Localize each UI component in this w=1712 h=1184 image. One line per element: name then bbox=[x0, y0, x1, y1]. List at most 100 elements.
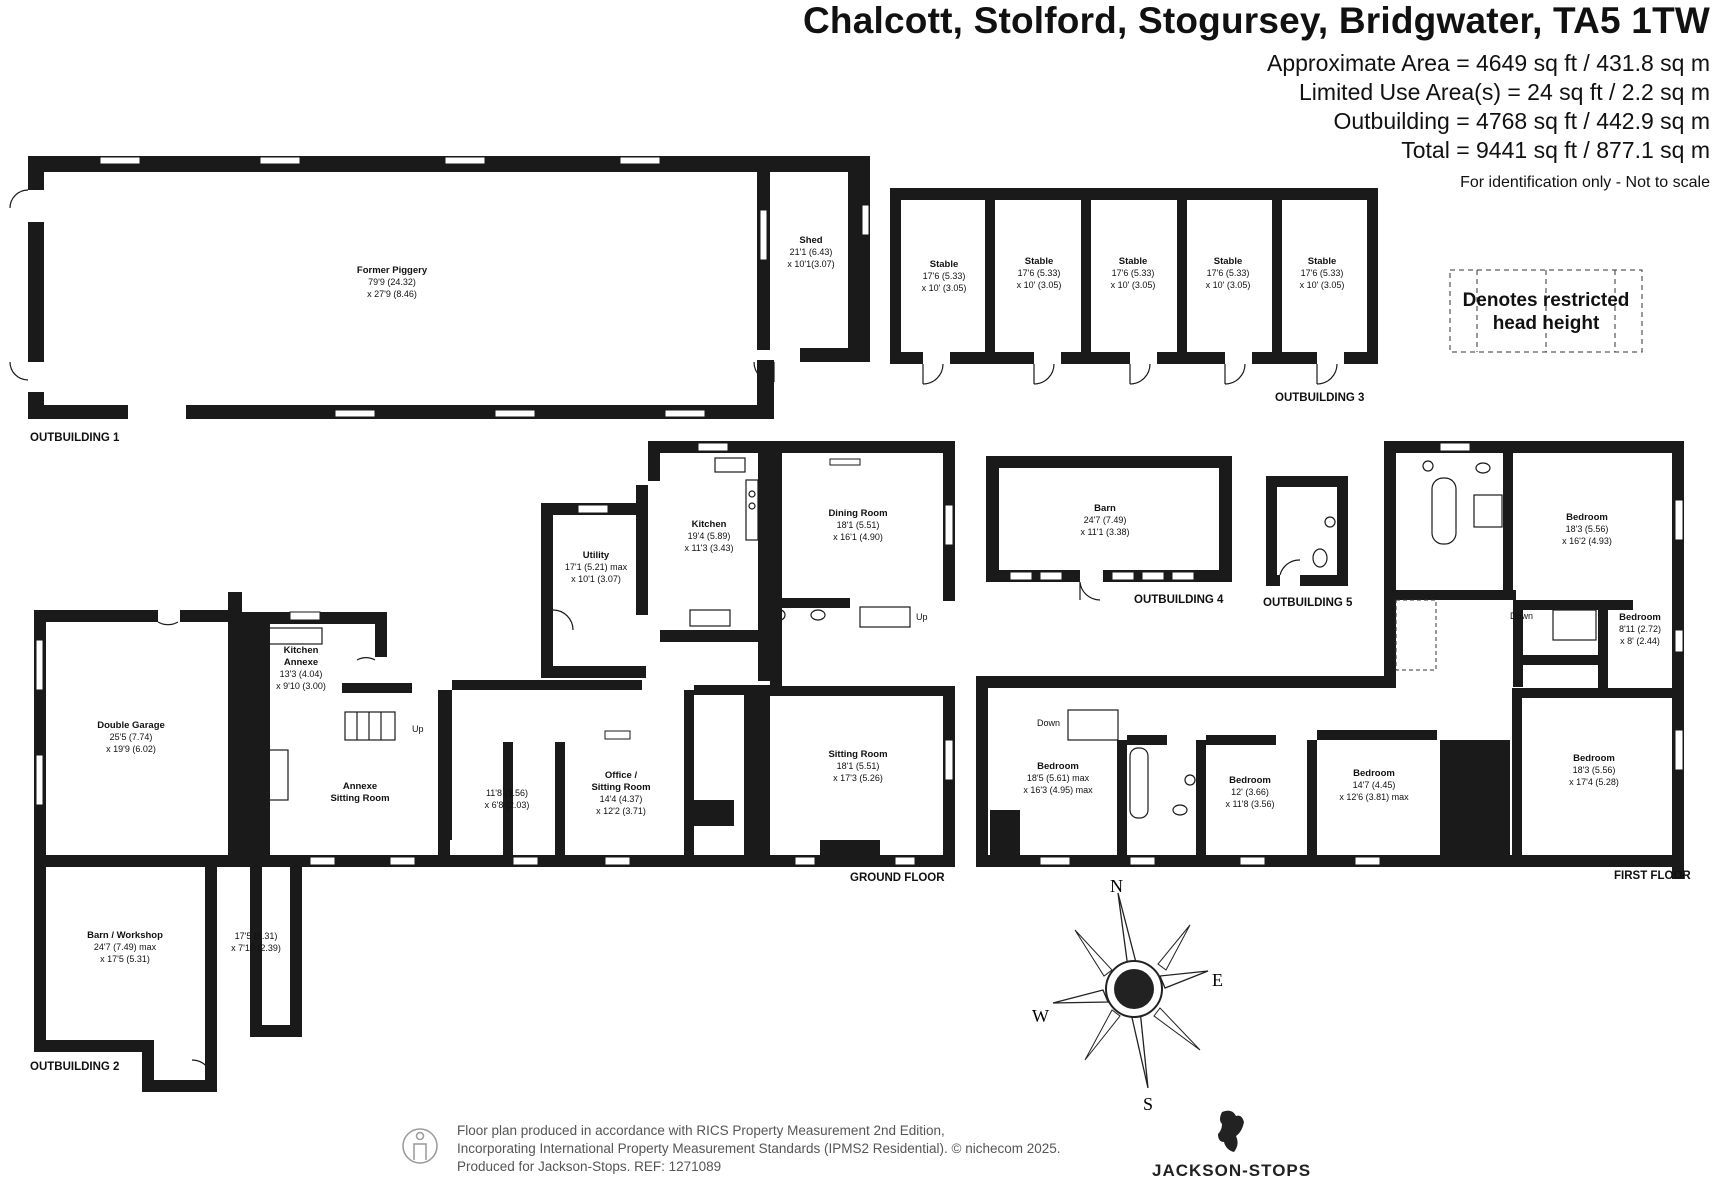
piggery-dim1: 79'9 (24.32) bbox=[368, 277, 416, 287]
outbuilding-3: Stable 17'6 (5.33) x 10' (3.05) Stable 1… bbox=[890, 188, 1378, 404]
ff-bedroom-1-dim2: x 16'3 (4.95) max bbox=[1023, 785, 1093, 795]
utility-dim2: x 10'1 (3.07) bbox=[571, 574, 621, 584]
sitting-name: Sitting Room bbox=[828, 749, 887, 760]
ground-floor-label: GROUND FLOOR bbox=[850, 872, 945, 884]
office-name1: Office / bbox=[605, 770, 638, 781]
annexe-sitting-name1: Annexe bbox=[343, 781, 377, 792]
office-dim2: x 12'2 (3.71) bbox=[596, 806, 646, 816]
ff-bedroom-5-name: Bedroom bbox=[1566, 512, 1608, 523]
compass-rose: N E S W bbox=[1032, 876, 1223, 1114]
store-dim1: 17'5 (5.31) bbox=[235, 931, 278, 941]
restricted-height-legend: Denotes restricted head height bbox=[1449, 269, 1643, 353]
legend-line-2: head height bbox=[1493, 313, 1600, 334]
kitchen-dim1: 19'4 (5.89) bbox=[688, 531, 731, 541]
utility-name: Utility bbox=[583, 550, 610, 561]
outbuilding-5-label: OUTBUILDING 5 bbox=[1263, 597, 1353, 609]
ff-bedroom-2-dim1: 12' (3.66) bbox=[1231, 787, 1269, 797]
barn-name: Barn bbox=[1094, 503, 1116, 514]
barn-dim2: x 11'1 (3.38) bbox=[1080, 527, 1129, 537]
kitchen-annexe-name1: Kitchen bbox=[284, 645, 319, 656]
shed-dim2: x 10'1(3.07) bbox=[787, 259, 834, 269]
outbuilding-5: OUTBUILDING 5 bbox=[1263, 476, 1353, 609]
compass-west: W bbox=[1032, 1006, 1049, 1026]
outbuilding-3-label: OUTBUILDING 3 bbox=[1275, 392, 1364, 404]
main-stairs-up: Up bbox=[916, 612, 928, 622]
first-floor-label: FIRST FLOOR bbox=[1614, 870, 1691, 882]
small-room-dim1: 11'8 (3.56) bbox=[486, 788, 528, 798]
outbuilding-2-label: OUTBUILDING 2 bbox=[30, 1061, 119, 1073]
compass-north: N bbox=[1110, 876, 1123, 896]
footer-line-3: Produced for Jackson-Stops. REF: 1271089 bbox=[457, 1159, 722, 1174]
garage-dim2: x 19'9 (6.02) bbox=[106, 744, 156, 754]
brand-name: JACKSON-STOPS bbox=[1152, 1161, 1312, 1180]
stable-4-dim2: x 10' (3.05) bbox=[1206, 280, 1251, 290]
outbuilding-1: Former Piggery 79'9 (24.32) x 27'9 (8.46… bbox=[9, 156, 870, 444]
ff-bedroom-4-dim1: 18'3 (5.56) bbox=[1573, 765, 1616, 775]
kitchen-name: Kitchen bbox=[692, 519, 727, 530]
ff-bedroom-1-name: Bedroom bbox=[1037, 761, 1079, 772]
outbuilding-4: Barn 24'7 (7.49) x 11'1 (3.38) OUTBUILDI… bbox=[986, 456, 1232, 606]
ground-floor: Double Garage 25'5 (7.74) x 19'9 (6.02) … bbox=[34, 441, 955, 884]
garage-name: Double Garage bbox=[97, 720, 165, 731]
kitchen-dim2: x 11'3 (3.43) bbox=[684, 543, 733, 553]
kitchen-annexe-dim2: x 9'10 (3.00) bbox=[276, 681, 326, 691]
barn-workshop-dim1: 24'7 (7.49) max bbox=[94, 942, 157, 952]
compass-east: E bbox=[1212, 970, 1223, 990]
limited-use-area: Limited Use Area(s) = 24 sq ft / 2.2 sq … bbox=[1299, 79, 1710, 105]
stable-4-dim1: 17'6 (5.33) bbox=[1207, 268, 1250, 278]
barn-workshop-dim2: x 17'5 (5.31) bbox=[100, 954, 150, 964]
barn-dim1: 24'7 (7.49) bbox=[1084, 515, 1127, 525]
property-address: Chalcott, Stolford, Stogursey, Bridgwate… bbox=[803, 0, 1710, 41]
piggery-name: Former Piggery bbox=[357, 265, 428, 276]
stable-1-dim1: 17'6 (5.33) bbox=[923, 271, 966, 281]
outbuilding-4-label: OUTBUILDING 4 bbox=[1134, 594, 1224, 606]
stable-2-dim2: x 10' (3.05) bbox=[1017, 280, 1062, 290]
ff-bedroom-6-name: Bedroom bbox=[1619, 612, 1661, 623]
footer-line-2: Incorporating International Property Mea… bbox=[457, 1141, 1061, 1156]
ipms-person-icon bbox=[402, 1128, 438, 1164]
dining-dim1: 18'1 (5.51) bbox=[837, 520, 880, 530]
ff-bedroom-3-name: Bedroom bbox=[1353, 768, 1395, 779]
approximate-area: Approximate Area = 4649 sq ft / 431.8 sq… bbox=[1266, 50, 1710, 76]
ff-bedroom-6-dim1: 8'11 (2.72) bbox=[1619, 624, 1661, 634]
stable-1-name: Stable bbox=[930, 259, 959, 270]
stable-4-name: Stable bbox=[1214, 256, 1243, 267]
piggery-dim2: x 27'9 (8.46) bbox=[367, 289, 417, 299]
office-dim1: 14'4 (4.37) bbox=[600, 794, 643, 804]
annexe-stairs-up: Up bbox=[412, 724, 424, 734]
dining-dim2: x 16'1 (4.90) bbox=[833, 532, 883, 542]
sitting-dim1: 18'1 (5.51) bbox=[837, 761, 880, 771]
utility-dim1: 17'1 (5.21) max bbox=[565, 562, 628, 572]
ff-bedroom-2-dim2: x 11'8 (3.56) bbox=[1225, 799, 1274, 809]
shed-name: Shed bbox=[799, 235, 822, 246]
ff-bedroom-4-name: Bedroom bbox=[1573, 753, 1615, 764]
stable-5-dim2: x 10' (3.05) bbox=[1300, 280, 1345, 290]
stable-3-name: Stable bbox=[1119, 256, 1148, 267]
shed-dim1: 21'1 (6.43) bbox=[790, 247, 833, 257]
garage-dim1: 25'5 (7.74) bbox=[110, 732, 153, 742]
outbuilding-2: Barn / Workshop 24'7 (7.49) max x 17'5 (… bbox=[30, 867, 302, 1092]
total-area: Total = 9441 sq ft / 877.1 sq m bbox=[1401, 137, 1710, 163]
ff-bedroom-2-name: Bedroom bbox=[1229, 775, 1271, 786]
dining-name: Dining Room bbox=[828, 508, 887, 519]
kitchen-annexe-dim1: 13'3 (4.04) bbox=[280, 669, 323, 679]
stable-2-dim1: 17'6 (5.33) bbox=[1018, 268, 1061, 278]
stable-1-dim2: x 10' (3.05) bbox=[922, 283, 967, 293]
ff-bedroom-5-dim2: x 16'2 (4.93) bbox=[1562, 536, 1612, 546]
stable-5-dim1: 17'6 (5.33) bbox=[1301, 268, 1344, 278]
disclaimer: For identification only - Not to scale bbox=[1460, 174, 1710, 191]
stable-3-dim2: x 10' (3.05) bbox=[1111, 280, 1156, 290]
stable-3-dim1: 17'6 (5.33) bbox=[1112, 268, 1155, 278]
stable-5-name: Stable bbox=[1308, 256, 1337, 267]
footer-line-1: Floor plan produced in accordance with R… bbox=[457, 1123, 945, 1138]
ff-stairs-down-left: Down bbox=[1037, 718, 1060, 728]
annexe-sitting-name2: Sitting Room bbox=[330, 793, 389, 804]
legend-line-1: Denotes restricted bbox=[1463, 290, 1630, 311]
ff-bedroom-4-dim2: x 17'4 (5.28) bbox=[1569, 777, 1619, 787]
office-name2: Sitting Room bbox=[591, 782, 650, 793]
stable-2-name: Stable bbox=[1025, 256, 1054, 267]
compass-south: S bbox=[1143, 1094, 1153, 1114]
outbuilding-1-label: OUTBUILDING 1 bbox=[30, 432, 120, 444]
ff-bedroom-5-dim1: 18'3 (5.56) bbox=[1566, 524, 1609, 534]
